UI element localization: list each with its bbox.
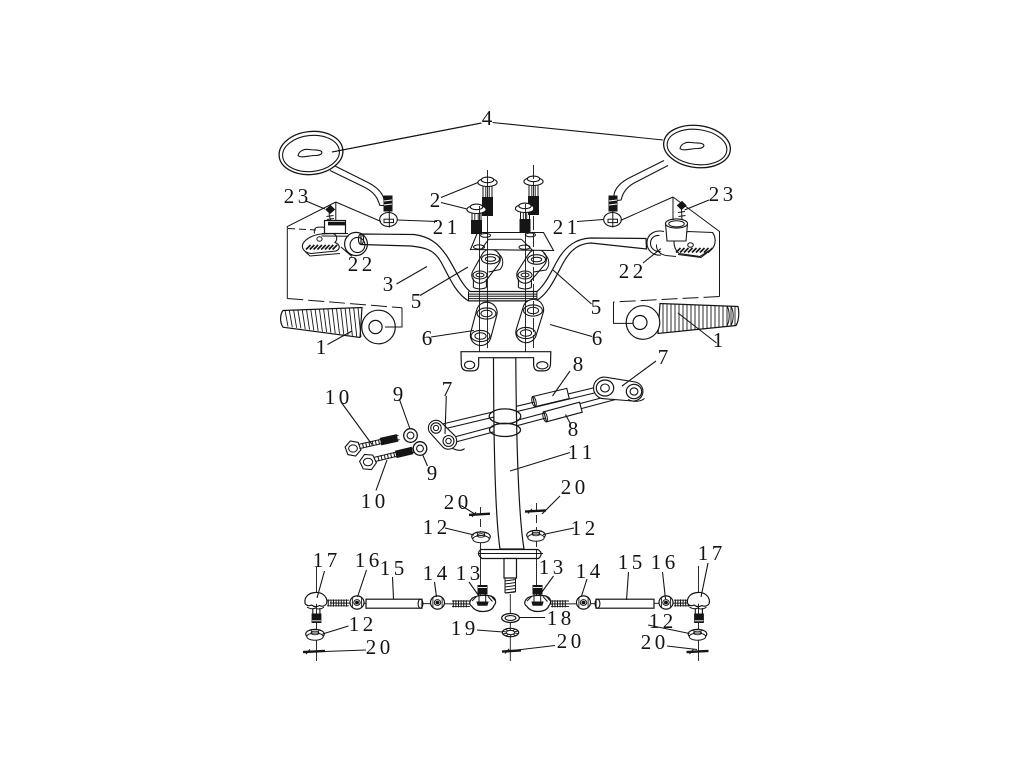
svg-text:2: 2 (553, 215, 564, 239)
svg-text:1: 1 (568, 440, 579, 464)
svg-text:0: 0 (375, 489, 386, 513)
svg-text:9: 9 (465, 616, 476, 640)
svg-text:3: 3 (298, 184, 309, 208)
svg-text:9: 9 (427, 461, 438, 485)
svg-text:4: 4 (437, 561, 448, 585)
svg-text:1: 1 (567, 215, 578, 239)
svg-text:2: 2 (619, 259, 630, 283)
svg-text:8: 8 (568, 417, 579, 441)
svg-text:0: 0 (458, 490, 469, 514)
svg-text:1: 1 (651, 550, 662, 574)
svg-text:1: 1 (325, 385, 336, 409)
svg-text:1: 1 (361, 489, 372, 513)
svg-text:5: 5 (591, 295, 602, 319)
svg-text:0: 0 (380, 635, 391, 659)
svg-text:2: 2 (561, 475, 572, 499)
svg-text:1: 1 (423, 515, 434, 539)
svg-text:1: 1 (451, 616, 462, 640)
svg-text:2: 2 (430, 188, 441, 212)
svg-text:1: 1 (547, 606, 558, 630)
svg-text:2: 2 (362, 252, 373, 276)
svg-text:2: 2 (348, 252, 359, 276)
svg-text:2: 2 (663, 609, 674, 633)
svg-text:6: 6 (422, 326, 433, 350)
svg-text:5: 5 (632, 550, 643, 574)
svg-text:2: 2 (433, 215, 444, 239)
svg-text:6: 6 (369, 548, 380, 572)
svg-text:8: 8 (573, 352, 584, 376)
svg-text:2: 2 (444, 490, 455, 514)
svg-text:3: 3 (553, 555, 564, 579)
svg-text:7: 7 (327, 548, 338, 572)
svg-text:2: 2 (585, 516, 596, 540)
svg-text:1: 1 (447, 215, 458, 239)
svg-text:8: 8 (561, 606, 572, 630)
svg-text:6: 6 (592, 326, 603, 350)
svg-text:2: 2 (284, 184, 295, 208)
svg-text:4: 4 (482, 106, 493, 130)
svg-text:5: 5 (411, 289, 422, 313)
svg-text:1: 1 (618, 550, 629, 574)
svg-text:3: 3 (723, 182, 734, 206)
svg-text:2: 2 (363, 612, 374, 636)
svg-text:2: 2 (437, 515, 448, 539)
svg-text:3: 3 (383, 272, 394, 296)
svg-text:1: 1 (713, 328, 724, 352)
svg-text:0: 0 (655, 630, 666, 654)
svg-text:2: 2 (557, 629, 568, 653)
svg-text:2: 2 (709, 182, 720, 206)
svg-text:1: 1 (576, 559, 587, 583)
svg-text:1: 1 (456, 561, 467, 585)
svg-text:1: 1 (423, 561, 434, 585)
svg-text:9: 9 (393, 382, 404, 406)
svg-text:7: 7 (442, 377, 453, 401)
svg-text:1: 1 (349, 612, 360, 636)
svg-text:2: 2 (641, 630, 652, 654)
svg-text:0: 0 (571, 629, 582, 653)
svg-text:1: 1 (698, 541, 709, 565)
svg-text:1: 1 (313, 548, 324, 572)
svg-text:4: 4 (590, 559, 601, 583)
svg-text:1: 1 (571, 516, 582, 540)
svg-text:7: 7 (712, 541, 723, 565)
svg-text:6: 6 (665, 550, 676, 574)
svg-text:0: 0 (575, 475, 586, 499)
svg-text:1: 1 (582, 440, 593, 464)
svg-text:2: 2 (633, 259, 644, 283)
svg-text:7: 7 (658, 345, 669, 369)
svg-text:1: 1 (649, 609, 660, 633)
svg-text:3: 3 (470, 561, 481, 585)
svg-text:1: 1 (316, 335, 327, 359)
svg-text:5: 5 (394, 556, 405, 580)
svg-text:1: 1 (380, 556, 391, 580)
svg-text:0: 0 (339, 385, 350, 409)
svg-text:1: 1 (355, 548, 366, 572)
svg-text:1: 1 (539, 555, 550, 579)
svg-text:2: 2 (366, 635, 377, 659)
